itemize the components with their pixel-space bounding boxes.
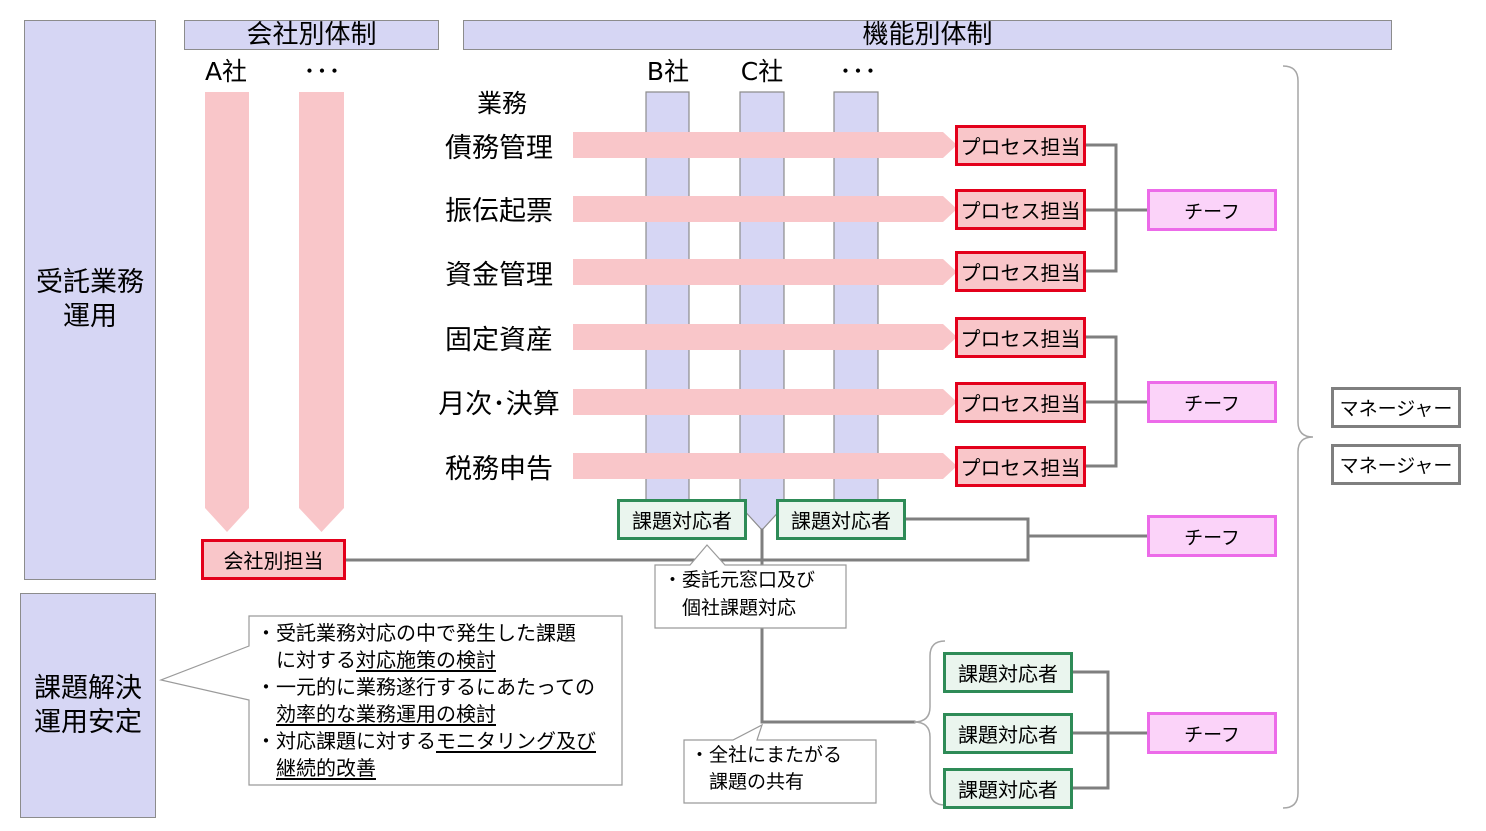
improvement-line-4: 効率的な業務運用の検討 xyxy=(256,701,596,728)
improvement-line-1-text: ・受託業務対応の中で発生した課題 xyxy=(256,621,576,645)
manager-box-2: マネージャー xyxy=(1331,444,1461,485)
process-owner-box-1: プロセス担当 xyxy=(955,125,1086,166)
company-a-down-arrow xyxy=(205,92,249,532)
shared-issues-line-1: ・全社にまたがる xyxy=(690,744,843,766)
improvement-line-5: ・対応課題に対するモニタリング及び xyxy=(256,728,596,755)
process-owner-box-4: プロセス担当 xyxy=(955,317,1086,358)
improvement-line-5-text: ・対応課題に対する xyxy=(256,729,436,753)
operations-panel-line-1: 受託業務 xyxy=(36,267,144,298)
manager-box-1: マネージャー xyxy=(1331,387,1461,428)
stabilization-panel-line-1: 課題解決 xyxy=(34,672,142,704)
chief-box-1: チーフ xyxy=(1147,189,1277,231)
process-owner-box-6: プロセス担当 xyxy=(955,446,1086,487)
improvement-line-2-text: に対する xyxy=(276,648,356,672)
task-arrow-6 xyxy=(573,453,957,479)
process-owner-box-2: プロセス担当 xyxy=(955,189,1086,230)
issue-handler-box-2: 課題対応者 xyxy=(776,499,906,540)
function-others-label: ･･･ xyxy=(839,57,877,86)
task-label-6: 税務申告 xyxy=(445,453,553,485)
task-arrow-4 xyxy=(573,324,957,350)
task-arrow-1 xyxy=(573,132,957,158)
operations-panel-line-2: 運用 xyxy=(63,301,117,332)
improvement-callout-text: ・受託業務対応の中で発生した課題 に対する対応施策の検討 ・一元的に業務遂行する… xyxy=(256,620,596,782)
client-contact-line-1: ・委託元窓口及び xyxy=(663,569,816,591)
task-arrow-2 xyxy=(573,196,957,222)
improvement-line-6: 継続的改善 xyxy=(256,755,596,782)
tasks-heading: 業務 xyxy=(476,89,527,118)
by-function-header: 機能別体制 xyxy=(463,20,1392,50)
improvement-line-1: ・受託業務対応の中で発生した課題 xyxy=(256,620,596,647)
company-c-label: C社 xyxy=(740,57,784,86)
issue-handler-brace xyxy=(913,640,946,806)
shared-issues-line-2: 課題の共有 xyxy=(709,771,805,793)
improvement-line-4-underlined: 効率的な業務運用の検討 xyxy=(276,702,496,726)
chief-box-4: チーフ xyxy=(1147,712,1277,754)
task-arrow-5 xyxy=(573,389,957,415)
improvement-line-3: ・一元的に業務遂行するにあたっての xyxy=(256,674,596,701)
issue-handler-box-4: 課題対応者 xyxy=(943,713,1073,754)
by-company-header: 会社別体制 xyxy=(184,20,439,50)
company-rep-box: 会社別担当 xyxy=(201,539,346,580)
task-label-2: 振伝起票 xyxy=(445,195,553,227)
shared-issues-callout-text: ・全社にまたがる 課題の共有 xyxy=(690,742,842,796)
company-b-label: B社 xyxy=(646,57,690,86)
improvement-line-5-underlined: モニタリング及び xyxy=(436,729,596,753)
operations-panel: 受託業務 運用 xyxy=(24,20,156,580)
process-owner-box-3: プロセス担当 xyxy=(955,251,1086,292)
client-contact-line-2: 個社課題対応 xyxy=(682,597,797,619)
improvement-line-3-text: ・一元的に業務遂行するにあたっての xyxy=(256,675,595,699)
client-contact-callout-text: ・委託元窓口及び 個社課題対応 xyxy=(663,566,815,622)
company-others-down-arrow xyxy=(299,92,344,532)
task-arrow-3 xyxy=(573,259,957,285)
issue-handler-box-5: 課題対応者 xyxy=(943,768,1073,809)
issue-handler-box-1: 課題対応者 xyxy=(617,499,747,540)
manager-brace xyxy=(1282,65,1314,809)
task-label-3: 資金管理 xyxy=(445,259,553,291)
improvement-line-2-underlined: 対応施策の検討 xyxy=(356,648,496,672)
process-group-2-connector xyxy=(1084,335,1149,468)
chief-box-3: チーフ xyxy=(1147,515,1277,557)
company-a-label: A社 xyxy=(204,57,248,86)
process-owner-box-5: プロセス担当 xyxy=(955,382,1086,423)
task-label-1: 債務管理 xyxy=(445,132,553,164)
issue-group-connector xyxy=(1071,670,1149,790)
process-group-1-connector xyxy=(1084,143,1149,273)
task-label-5: 月次･決算 xyxy=(438,388,560,420)
improvement-line-6-underlined: 継続的改善 xyxy=(276,756,376,780)
by-function-header-title: 機能別体制 xyxy=(862,20,993,50)
company-others-label: ･･･ xyxy=(303,57,341,86)
issue-handler-box-3: 課題対応者 xyxy=(943,652,1073,693)
task-label-4: 固定資産 xyxy=(445,324,553,356)
chief-box-2: チーフ xyxy=(1147,381,1277,423)
stabilization-panel: 課題解決 運用安定 xyxy=(20,593,156,818)
improvement-line-2: に対する対応施策の検討 xyxy=(256,647,596,674)
by-company-header-title: 会社別体制 xyxy=(246,20,377,50)
stabilization-panel-line-2: 運用安定 xyxy=(34,706,142,738)
